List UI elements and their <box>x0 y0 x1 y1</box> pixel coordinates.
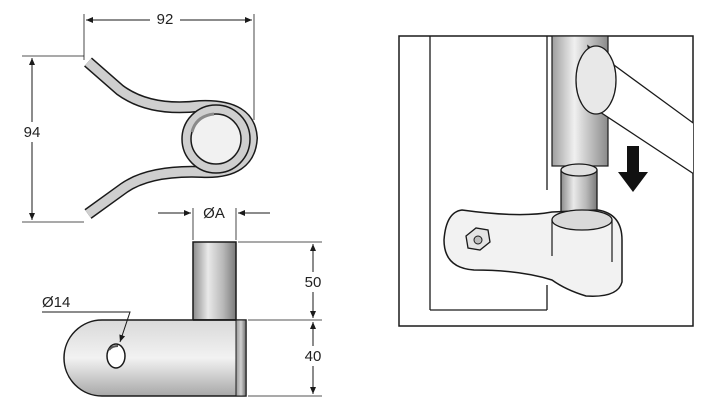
width-label-bg <box>150 9 180 27</box>
diameter-label: ØA <box>203 205 225 222</box>
bracket-boss-top <box>551 209 613 231</box>
installed-pin-top <box>560 163 598 177</box>
height-label-bg <box>18 122 48 142</box>
mounting-hole <box>106 343 126 369</box>
illustration-frame <box>398 35 694 327</box>
base-height-label-bg <box>299 346 327 366</box>
down-arrow-icon <box>618 146 648 192</box>
height-label: 94 <box>24 124 41 141</box>
hole-label: Ø14 <box>42 294 70 311</box>
mounting-hole-shading <box>108 345 119 351</box>
hole-leader <box>42 311 131 343</box>
base-block-end <box>235 319 247 397</box>
spring-band <box>85 58 257 218</box>
width-label: 92 <box>157 11 174 28</box>
base-height-label: 40 <box>305 348 322 365</box>
spring-coil-bore <box>190 113 242 165</box>
base-block <box>63 319 247 397</box>
pin-height-label: 50 <box>305 274 322 291</box>
pin-height-label-bg <box>299 272 327 292</box>
installation-illustration <box>398 35 694 327</box>
spring-hinge-drawing: 92 94 <box>18 9 258 223</box>
pin-cylinder <box>192 241 237 321</box>
bracket-boss-sides <box>551 220 613 262</box>
pin-part-drawing: ØA Ø14 50 40 <box>42 205 327 397</box>
spring-coil-shading <box>190 112 215 133</box>
gate-rail-end <box>575 45 617 115</box>
bolt-center <box>473 235 483 245</box>
